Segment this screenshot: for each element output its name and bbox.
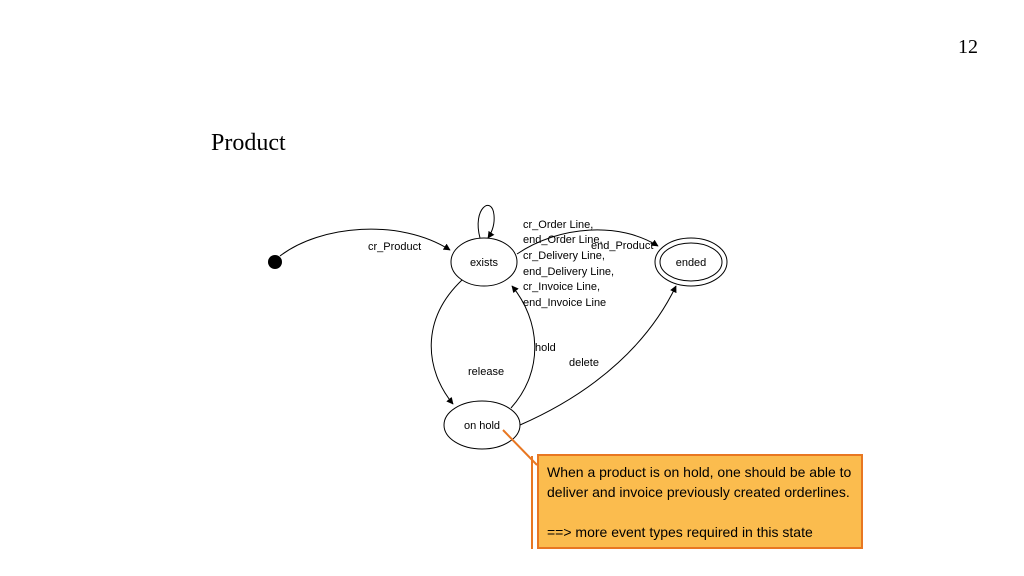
transition-end-product [516, 229, 659, 255]
state-on-hold-label: on hold [464, 420, 500, 432]
label-end-product: end_Product [591, 240, 653, 252]
callout-line: ==> more event types required in this st… [547, 524, 813, 540]
transition-cr-product [279, 228, 451, 257]
state-ended-outer [654, 237, 728, 287]
transition-delete [519, 285, 677, 426]
state-exists [450, 237, 518, 287]
transition-hold [510, 285, 536, 409]
transition-self-loop [477, 204, 495, 239]
callout-line: deliver and invoice previously created o… [547, 484, 850, 500]
transition-release [430, 279, 463, 405]
self-loop-label: cr_Order Line, end_Order Line, cr_Delive… [523, 219, 614, 309]
state-ended-inner [659, 242, 723, 282]
label-delete: delete [569, 357, 599, 369]
self-loop-line: cr_Invoice Line, [523, 281, 600, 293]
self-loop-line: end_Delivery Line, [523, 266, 614, 278]
state-ended-label: ended [676, 257, 707, 269]
self-loop-line: end_Invoice Line [523, 297, 606, 309]
page-number: 12 [958, 36, 978, 58]
label-cr-product: cr_Product [368, 241, 421, 253]
self-loop-line: cr_Delivery Line, [523, 250, 605, 262]
note-callout: When a product is on hold, one should be… [537, 454, 863, 549]
self-loop-line: cr_Order Line, [523, 219, 593, 231]
slide-title: Product [211, 130, 286, 156]
state-exists-label: exists [470, 257, 499, 269]
initial-state-dot [268, 255, 282, 269]
self-loop-line: end_Order Line, [523, 234, 603, 246]
label-hold: hold [535, 342, 556, 354]
label-release: release [468, 366, 504, 378]
callout-line: When a product is on hold, one should be… [547, 464, 852, 480]
